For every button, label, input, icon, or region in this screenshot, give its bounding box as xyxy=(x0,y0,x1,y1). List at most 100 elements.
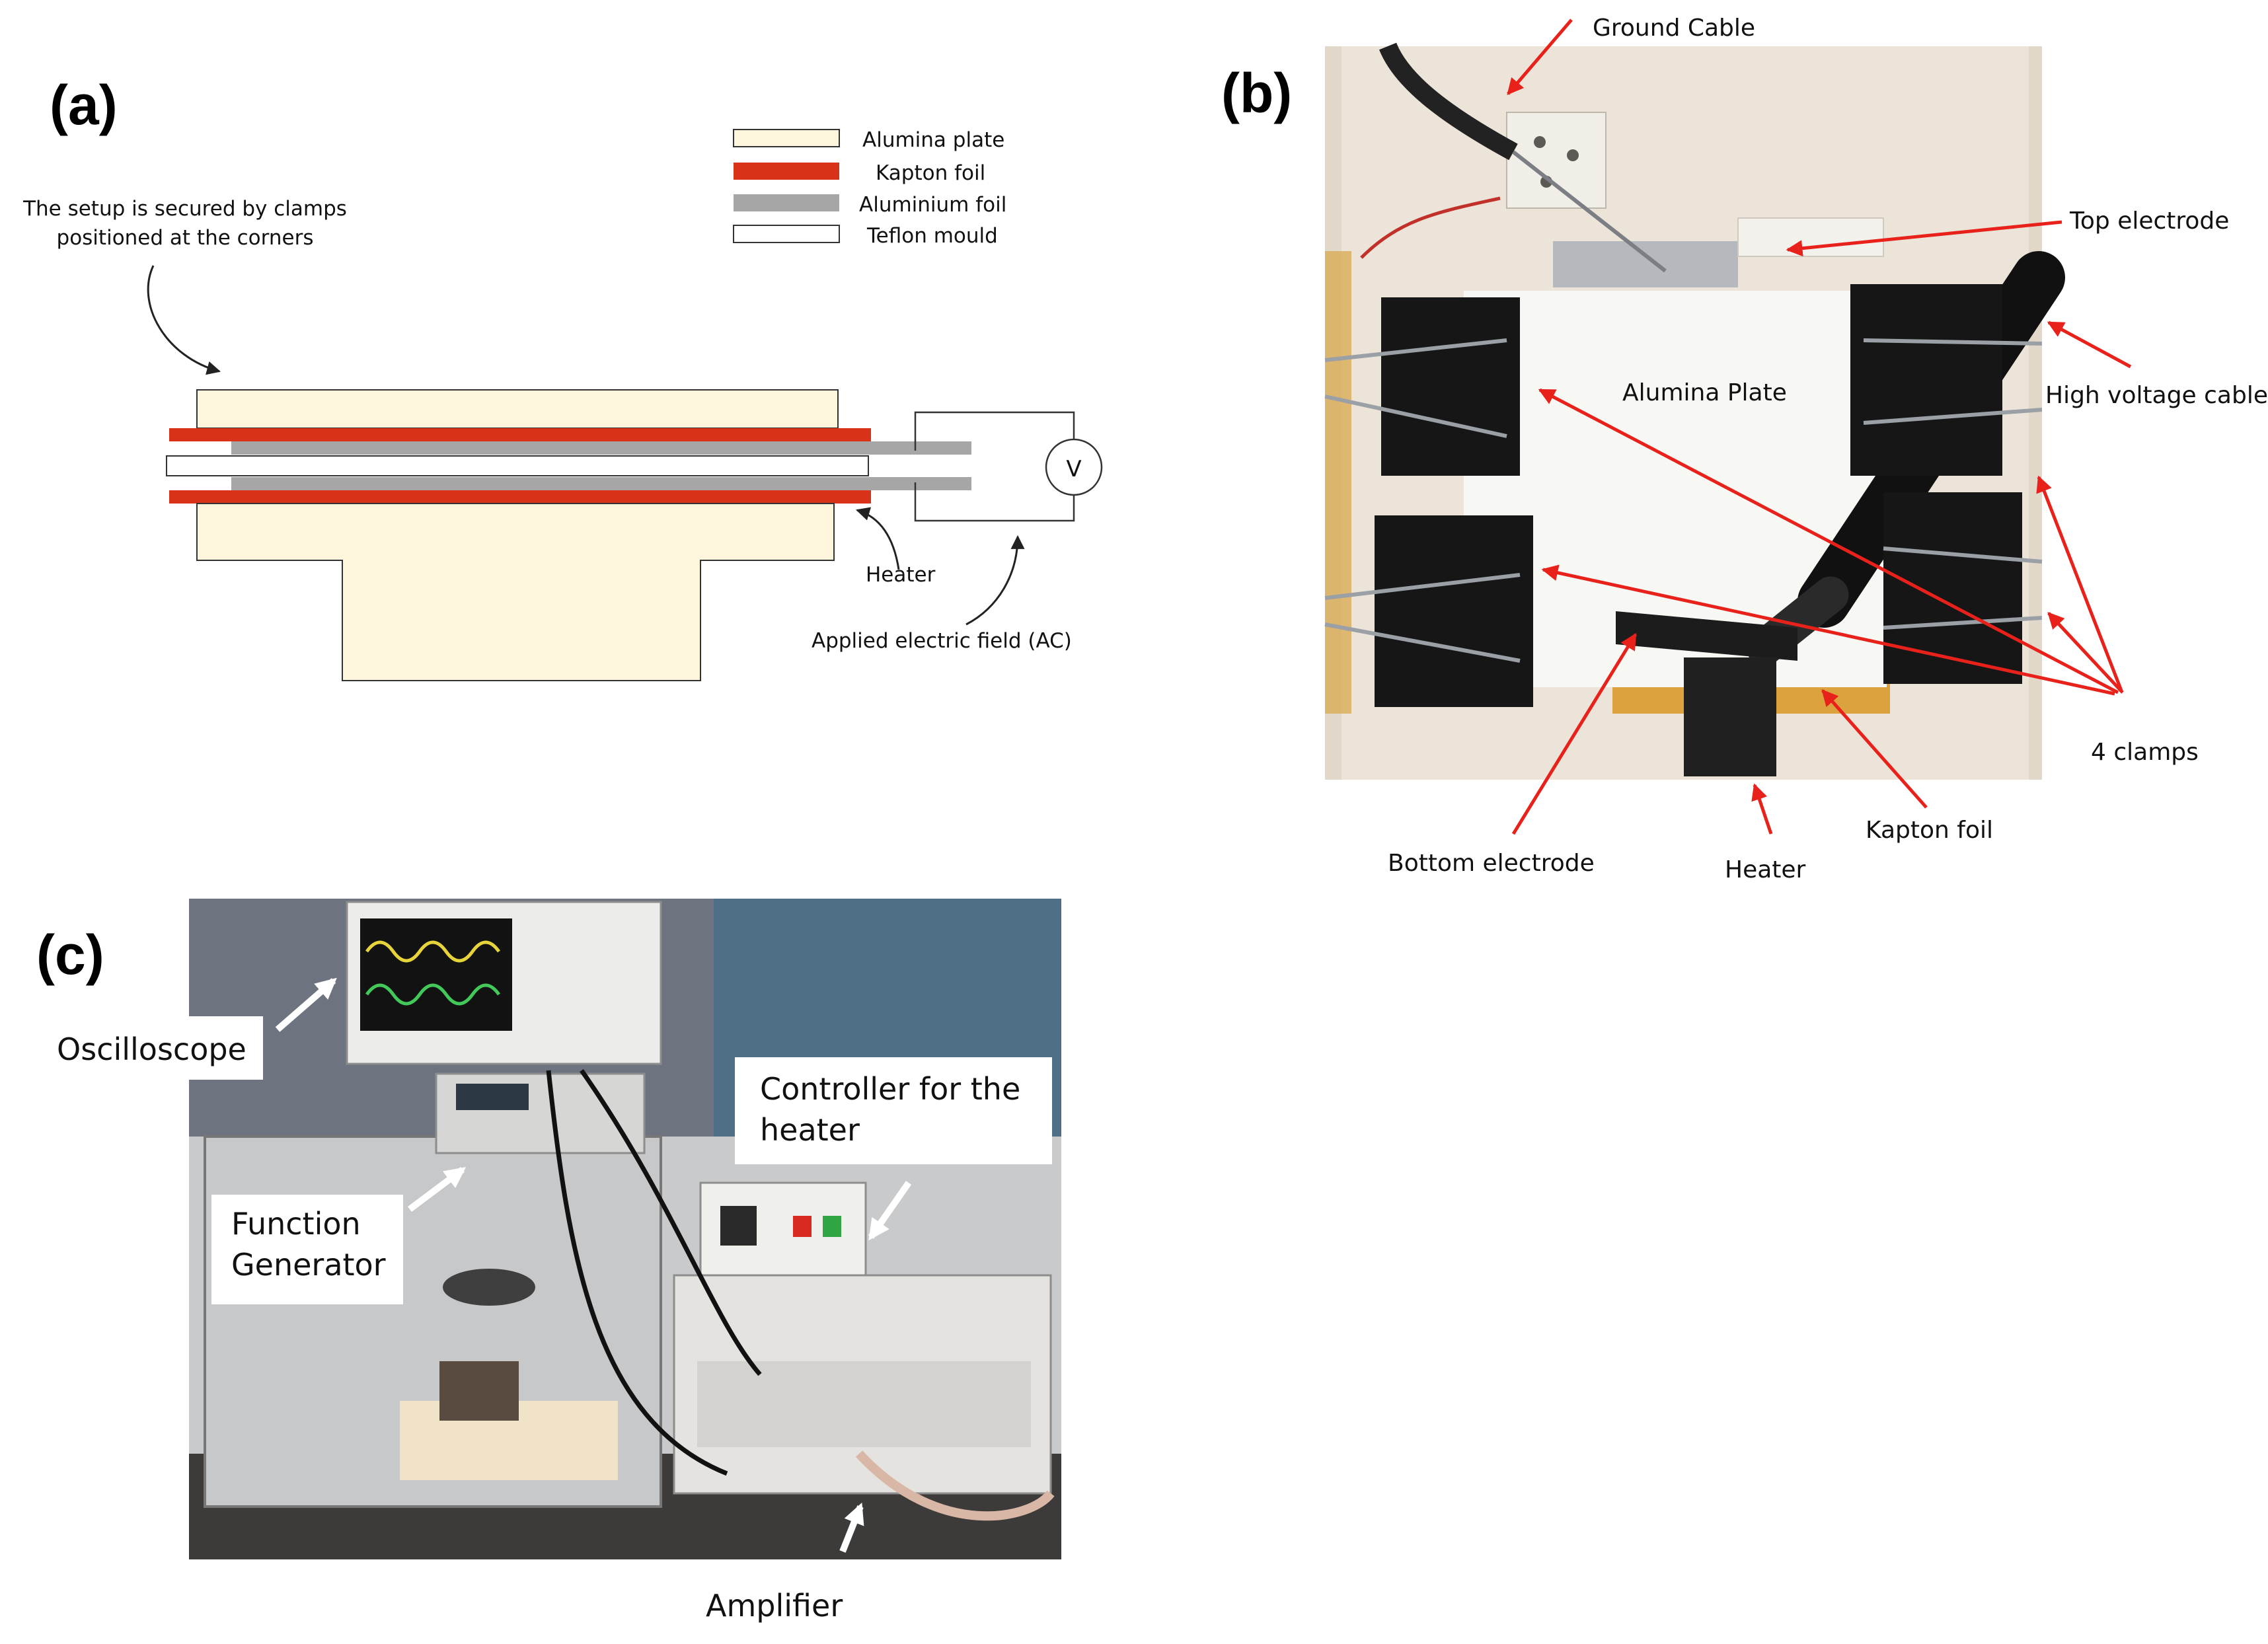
clamp-body xyxy=(1850,284,2002,476)
bnc-cable xyxy=(546,1070,728,1476)
arrow-kapton-foil xyxy=(1821,689,1928,809)
top-electrode xyxy=(1553,241,1738,287)
legend: Alumina plate Kapton foil Aluminium foil… xyxy=(733,128,1006,248)
white-arrows xyxy=(275,977,912,1553)
circuit-wire-top xyxy=(914,411,1075,451)
label-ground-cable: Ground Cable xyxy=(1593,15,1755,42)
amplifier-front-panel xyxy=(697,1361,1031,1447)
label-top-electrode: Top electrode xyxy=(2069,207,2229,235)
clamp-body xyxy=(1375,515,1533,707)
label-bottom-electrode: Bottom electrode xyxy=(1388,850,1595,877)
label-box-controller xyxy=(735,1057,1052,1164)
bottom-alumina-block xyxy=(196,503,835,681)
top-aluminium-foil xyxy=(231,441,971,455)
arrow-top-electrode xyxy=(1786,220,2062,257)
arrow-high-voltage-cable xyxy=(2047,320,2132,369)
connector-hole xyxy=(1567,149,1579,161)
voltmeter-symbol: V xyxy=(1066,456,1081,482)
panel-c-letter: (c) xyxy=(36,924,104,986)
controller-switch-green xyxy=(823,1216,841,1237)
red-wire xyxy=(1360,196,1501,259)
connector-hole xyxy=(1534,136,1546,148)
arrow-ground-cable xyxy=(1507,19,1573,95)
oscilloscope-trace-green xyxy=(365,983,501,1006)
clamp-note-line1: The setup is secured by clamps xyxy=(22,197,347,221)
ground-cable xyxy=(1379,42,1518,161)
bottom-electrode xyxy=(1616,611,1797,661)
hv-cable xyxy=(855,1450,1055,1521)
bottom-kapton-foil xyxy=(169,490,871,504)
bnc-cable xyxy=(580,1068,762,1376)
heater-label: Heater xyxy=(866,563,936,587)
arrow-clamp-bottom-right xyxy=(2047,612,2124,694)
legend-label-kapton: Kapton foil xyxy=(876,161,985,185)
top-alumina-plate xyxy=(196,389,839,429)
clamp-top-left xyxy=(1324,297,1520,476)
controller-display xyxy=(720,1206,757,1246)
teflon-mould xyxy=(166,455,869,476)
panel-a-letter: (a) xyxy=(50,74,118,136)
function-generator-display xyxy=(456,1084,529,1110)
kapton-edge-left xyxy=(1325,251,1351,714)
ground-clip-wire xyxy=(1512,150,1667,273)
arrow-oscilloscope xyxy=(275,977,337,1032)
cross-section xyxy=(166,389,971,681)
label-controller-line2: heater xyxy=(760,1112,860,1148)
legend-swatch-alumina xyxy=(733,129,840,147)
ceramic-block-right xyxy=(1737,217,1884,257)
bottom-aluminium-foil xyxy=(231,477,971,490)
legend-swatch-kapton xyxy=(734,163,839,180)
panel-a: (a) Alumina plate Kapton foil Aluminium … xyxy=(22,74,1103,681)
voltmeter-circuit: V xyxy=(914,411,1103,522)
voltmeter-icon xyxy=(1045,438,1103,496)
heater-plate xyxy=(1684,657,1776,776)
label-function-line1: Function xyxy=(231,1206,361,1242)
arrow-clamp-bottom-left xyxy=(1541,564,2115,696)
oscilloscope-screen xyxy=(360,918,512,1031)
panel-b-letter: (b) xyxy=(1221,62,1292,124)
controller-switch-red xyxy=(793,1216,812,1237)
oscilloscope-trace-yellow xyxy=(365,940,501,963)
label-heater: Heater xyxy=(1725,856,1806,883)
top-kapton-foil xyxy=(169,428,871,441)
clamp-bottom-right xyxy=(1883,492,2043,684)
label-high-voltage-cable: High voltage cable xyxy=(2045,382,2268,409)
arrow-function-generator xyxy=(408,1167,467,1212)
label-four-clamps: 4 clamps xyxy=(2091,739,2199,766)
legend-label-alumina: Alumina plate xyxy=(862,128,1004,152)
legend-label-aluminium: Aluminium foil xyxy=(859,193,1006,217)
circuit-wire-bottom xyxy=(914,482,1075,522)
arrow-clamp-top-right xyxy=(2036,475,2123,691)
label-kapton-foil: Kapton foil xyxy=(1866,817,1993,844)
arrow-bottom-electrode xyxy=(1511,632,1638,835)
label-controller-line1: Controller for the xyxy=(760,1071,1020,1107)
sample-setup xyxy=(439,1361,519,1421)
clamp-top-right xyxy=(1850,284,2043,476)
heater-arrow xyxy=(855,507,900,570)
legend-swatch-teflon xyxy=(733,225,840,243)
field-arrow xyxy=(965,535,1025,626)
label-amplifier: Amplifier xyxy=(706,1588,843,1624)
label-box-function-generator xyxy=(211,1195,403,1304)
label-oscilloscope: Oscilloscope xyxy=(57,1031,246,1067)
heater-puck xyxy=(443,1269,535,1306)
clamp-body xyxy=(1883,492,2022,684)
field-label: Applied electric field (AC) xyxy=(812,629,1072,653)
panel-c: (c) xyxy=(36,899,1061,1624)
legend-label-teflon: Teflon mould xyxy=(866,224,998,248)
clamp-note-arrow xyxy=(147,265,221,375)
legend-swatch-aluminium xyxy=(734,194,839,211)
label-box-oscilloscope xyxy=(45,1016,263,1080)
clamp-bottom-left xyxy=(1324,515,1533,707)
label-function-line2: Generator xyxy=(231,1247,386,1283)
arrow-controller xyxy=(868,1181,912,1241)
clamp-body xyxy=(1381,297,1520,476)
annotation-arrows xyxy=(1507,19,2132,835)
arrow-heater xyxy=(1751,783,1773,835)
label-alumina-plate: Alumina Plate xyxy=(1622,379,1787,406)
clamp-note-line2: positioned at the corners xyxy=(57,226,314,250)
setup-photo xyxy=(1324,42,2065,780)
arrow-amplifier xyxy=(839,1503,864,1553)
panel-b: (b) xyxy=(1221,15,2268,883)
